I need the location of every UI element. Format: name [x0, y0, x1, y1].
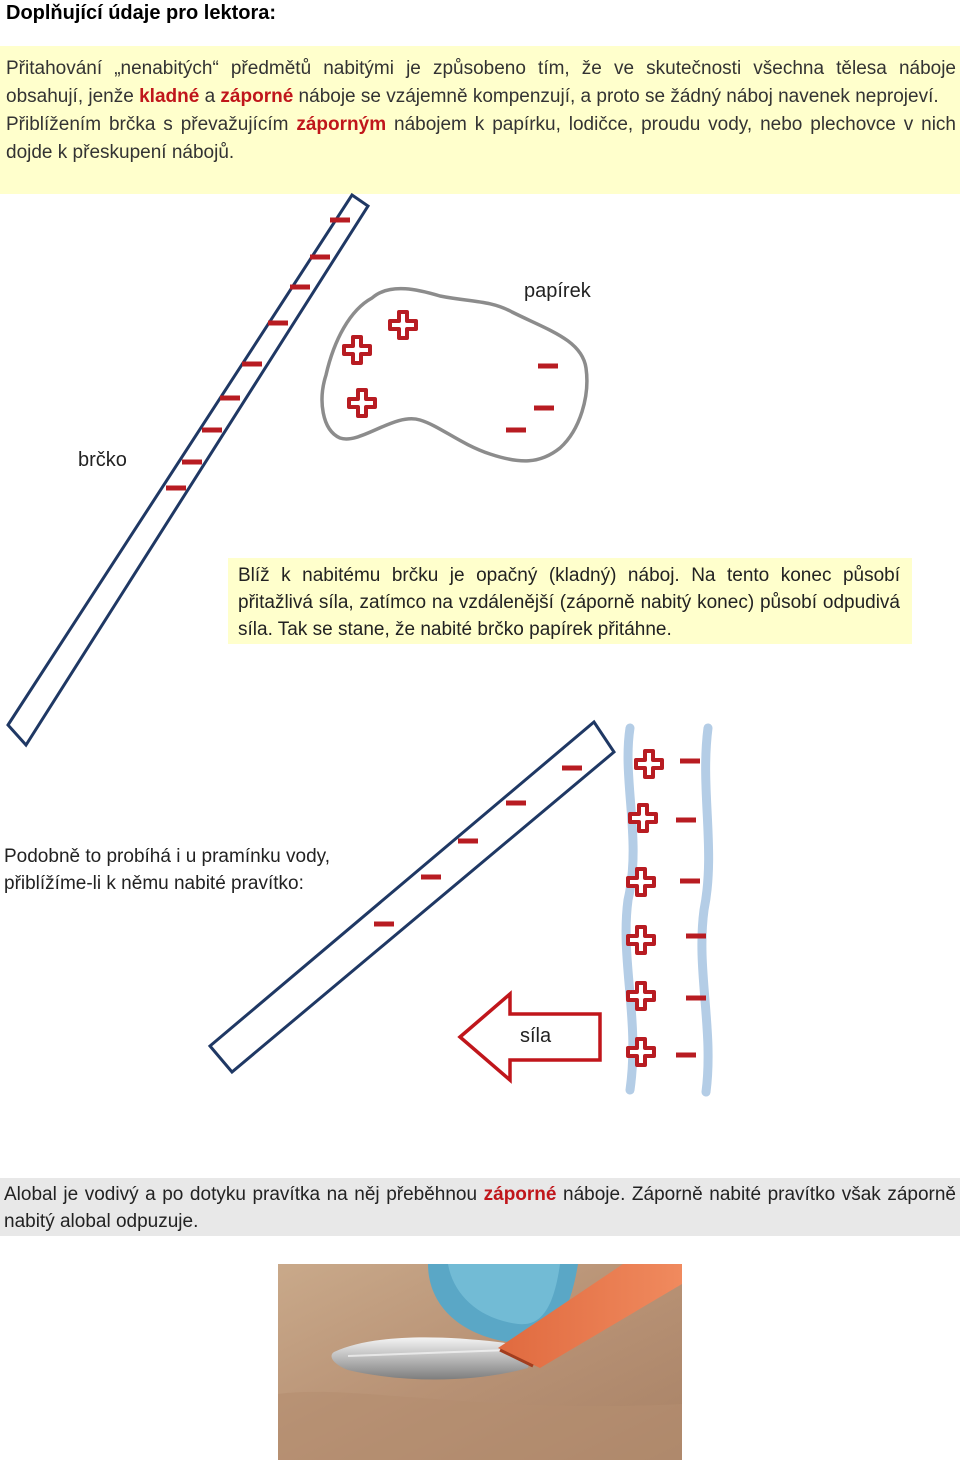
plus-icon [626, 925, 656, 955]
negative-term: záporným [296, 114, 387, 135]
paper-diagram [320, 286, 589, 463]
minus-icon [686, 995, 706, 1001]
water-left-edge [621, 723, 638, 1095]
note-text: Blíž k nabitému brčku je opačný (kladný)… [238, 565, 900, 640]
minus-icon [538, 363, 558, 369]
alobal-highlight-box [0, 1178, 960, 1236]
water-stream [621, 723, 714, 1097]
negative-term: záporné [220, 86, 294, 107]
paper-shape [320, 286, 589, 463]
minus-icon [421, 874, 441, 880]
minus-icon [680, 758, 700, 764]
minus-icon [506, 427, 526, 433]
minus-icon [166, 485, 186, 491]
intro-highlight-box [0, 46, 960, 194]
plus-icon [634, 749, 664, 779]
label-sila: síla [520, 1025, 552, 1047]
minus-icon [182, 459, 202, 465]
positive-term: kladné [139, 86, 200, 107]
photo-illustration [278, 1264, 682, 1460]
water-text: Podobně to probíhá i u pramínku vody, př… [4, 846, 331, 894]
ruler-diagram [207, 719, 616, 1075]
minus-icon [458, 838, 478, 844]
experiment-photo [278, 1264, 682, 1460]
minus-icon [242, 361, 262, 367]
ruler-shape [207, 719, 616, 1075]
force-arrow-icon [457, 990, 602, 1084]
minus-icon [676, 817, 696, 823]
minus-icon [676, 1052, 696, 1058]
alobal-text: Alobal je vodivý a po dotyku pravítka na… [4, 1184, 956, 1232]
page-title: Doplňující údaje pro lektora: [6, 2, 277, 24]
minus-icon [534, 405, 554, 411]
minus-icon [330, 217, 350, 223]
note-highlight-box [228, 558, 912, 644]
minus-icon [290, 284, 310, 290]
minus-icon [562, 765, 582, 771]
minus-icon [374, 921, 394, 927]
straw-shape [6, 192, 371, 748]
minus-icon [506, 800, 526, 806]
minus-icon [220, 395, 240, 401]
label-brcko: brčko [78, 449, 127, 471]
minus-icon [268, 320, 288, 326]
minus-icon [310, 254, 330, 260]
intro-text: Přitahování „nenabitých“ předmětů nabitý… [6, 55, 956, 167]
label-papirek: papírek [524, 280, 591, 302]
intro-paragraph-2: Přiblížením brčka s převažujícím záporný… [6, 114, 956, 163]
negative-term: záporné [483, 1184, 557, 1205]
intro-paragraph-1: Přitahování „nenabitých“ předmětů nabitý… [6, 58, 956, 107]
minus-icon [202, 427, 222, 433]
water-right-edge [697, 723, 714, 1097]
minus-icon [686, 933, 706, 939]
straw-diagram [6, 192, 371, 748]
minus-icon [680, 878, 700, 884]
